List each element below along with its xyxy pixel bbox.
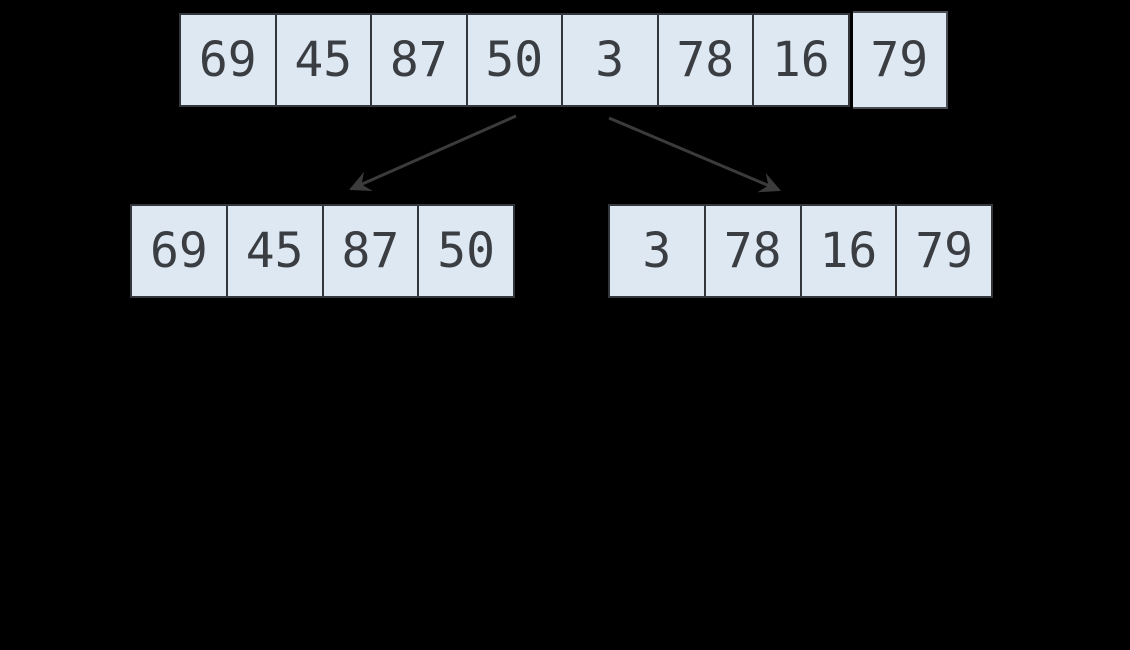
- array-cell: 16: [801, 204, 898, 298]
- array-row-top: 69 45 87 50 3 78 16 79: [179, 11, 948, 109]
- array-cell: 87: [372, 13, 468, 107]
- array-cell: 45: [276, 13, 372, 107]
- array-cell: 50: [467, 13, 563, 107]
- array-row-bottom-left: 69 45 87 50: [130, 204, 515, 298]
- array-cell: 69: [179, 13, 277, 107]
- array-cell-offset: 79: [852, 11, 948, 109]
- array-cell: 78: [658, 13, 754, 107]
- array-cell: 78: [705, 204, 802, 298]
- array-cell: 87: [323, 204, 420, 298]
- array-cell: 3: [608, 204, 706, 298]
- split-right-arrow-icon: [608, 116, 781, 193]
- array-cell: 50: [419, 204, 515, 298]
- array-cell: 69: [130, 204, 228, 298]
- array-cell: 16: [754, 13, 850, 107]
- array-cell: 45: [227, 204, 324, 298]
- array-cell: 79: [897, 204, 993, 298]
- array-row-bottom-right: 3 78 16 79: [608, 204, 993, 298]
- array-cell: 3: [563, 13, 659, 107]
- split-left-arrow-icon: [349, 114, 517, 191]
